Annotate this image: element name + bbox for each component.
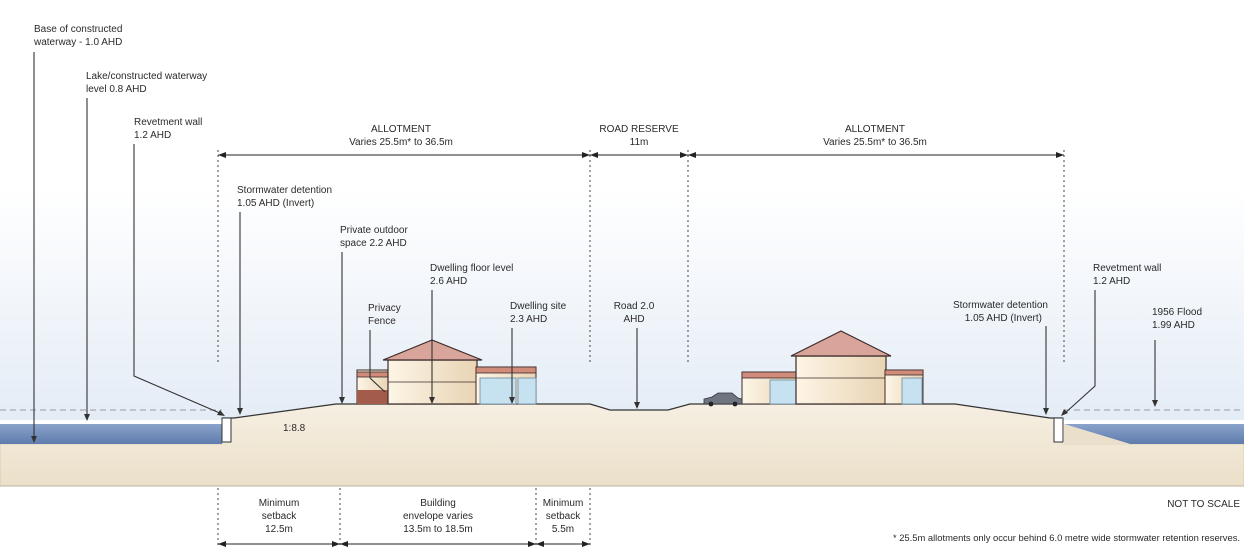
label-slope: 1:8.8 (283, 423, 306, 434)
dimension-min-setback-right (536, 541, 590, 547)
label-stormwater-right-2: 1.05 AHD (Invert) (965, 313, 1042, 324)
water-left (0, 424, 222, 444)
revetment-wall-right (1053, 417, 1064, 443)
sky (0, 0, 1244, 420)
min-setback-right-line1: Minimum (543, 498, 584, 509)
water-right-bank (1064, 424, 1130, 444)
leader-stormwater-right (1043, 326, 1049, 415)
envelope-line2: envelope varies (403, 511, 473, 522)
leader-lake-level (84, 98, 90, 421)
min-setback-left-line1: Minimum (259, 498, 300, 509)
label-revetment-right-2: 1.2 AHD (1093, 276, 1130, 287)
dimension-allotment-left (218, 152, 590, 158)
label-private-outdoor-1: Private outdoor (340, 225, 408, 236)
not-to-scale-note: NOT TO SCALE (1167, 499, 1240, 510)
label-base-waterway-1: Base of constructed (34, 24, 122, 35)
right-house (741, 330, 924, 405)
leader-base-waterway (31, 52, 37, 443)
min-setback-left-line3: 12.5m (265, 524, 293, 535)
dimension-road-reserve (590, 152, 688, 158)
label-dwelling-floor-1: Dwelling floor level (430, 263, 513, 274)
min-setback-left-line2: setback (262, 511, 297, 522)
label-dwelling-site-1: Dwelling site (510, 301, 567, 312)
label-privacy-fence-1: Privacy (368, 303, 401, 314)
footnote: * 25.5m allotments only occur behind 6.0… (893, 532, 1240, 543)
leader-revetment-right (1061, 290, 1096, 416)
allotment-left-value: Varies 25.5m* to 36.5m (349, 137, 453, 148)
label-dwelling-site-2: 2.3 AHD (510, 314, 547, 325)
road-reserve-value: 11m (630, 137, 649, 148)
label-stormwater-left-1: Stormwater detention (237, 185, 332, 196)
label-lake-level-2: level 0.8 AHD (86, 84, 147, 95)
leader-dwelling-floor (429, 290, 435, 404)
allotment-right-value: Varies 25.5m* to 36.5m (823, 137, 927, 148)
allotment-right-title: ALLOTMENT (845, 124, 905, 135)
water-right (1064, 424, 1244, 444)
dimension-allotment-right (688, 152, 1064, 158)
terrain-profile (222, 403, 1062, 419)
leader-private-outdoor (339, 252, 345, 404)
label-flood-2: 1.99 AHD (1152, 320, 1195, 331)
label-privacy-fence-2: Fence (368, 316, 396, 327)
min-setback-right-line2: setback (546, 511, 581, 522)
label-road-2: AHD (623, 314, 644, 325)
leader-stormwater-left (237, 212, 243, 415)
label-flood-1: 1956 Flood (1152, 307, 1202, 318)
leader-road (634, 328, 640, 409)
envelope-line3: 13.5m to 18.5m (403, 524, 472, 535)
label-base-waterway-2: waterway - 1.0 AHD (33, 37, 122, 48)
leader-dwelling-site (509, 328, 515, 404)
label-stormwater-left-2: 1.05 AHD (Invert) (237, 198, 314, 209)
allotment-left-title: ALLOTMENT (371, 124, 431, 135)
leader-flood (1152, 340, 1158, 407)
dimension-building-envelope (340, 541, 536, 547)
label-revetment-right-1: Revetment wall (1093, 263, 1161, 274)
leader-privacy-fence (369, 330, 386, 393)
leader-revetment-left (133, 144, 225, 416)
min-setback-right-line3: 5.5m (552, 524, 574, 535)
label-stormwater-right-1: Stormwater detention (953, 300, 1048, 311)
dimension-min-setback-left (218, 541, 340, 547)
label-road-1: Road 2.0 (614, 301, 655, 312)
envelope-line1: Building (420, 498, 456, 509)
car-icon (703, 392, 743, 407)
label-dwelling-floor-2: 2.6 AHD (430, 276, 467, 287)
label-revetment-left-1: Revetment wall (134, 117, 202, 128)
road-reserve-title: ROAD RESERVE (599, 124, 679, 135)
label-private-outdoor-2: space 2.2 AHD (340, 238, 407, 249)
label-lake-level-1: Lake/constructed waterway (86, 71, 207, 82)
label-revetment-left-2: 1.2 AHD (134, 130, 171, 141)
revetment-wall-left (221, 417, 232, 443)
